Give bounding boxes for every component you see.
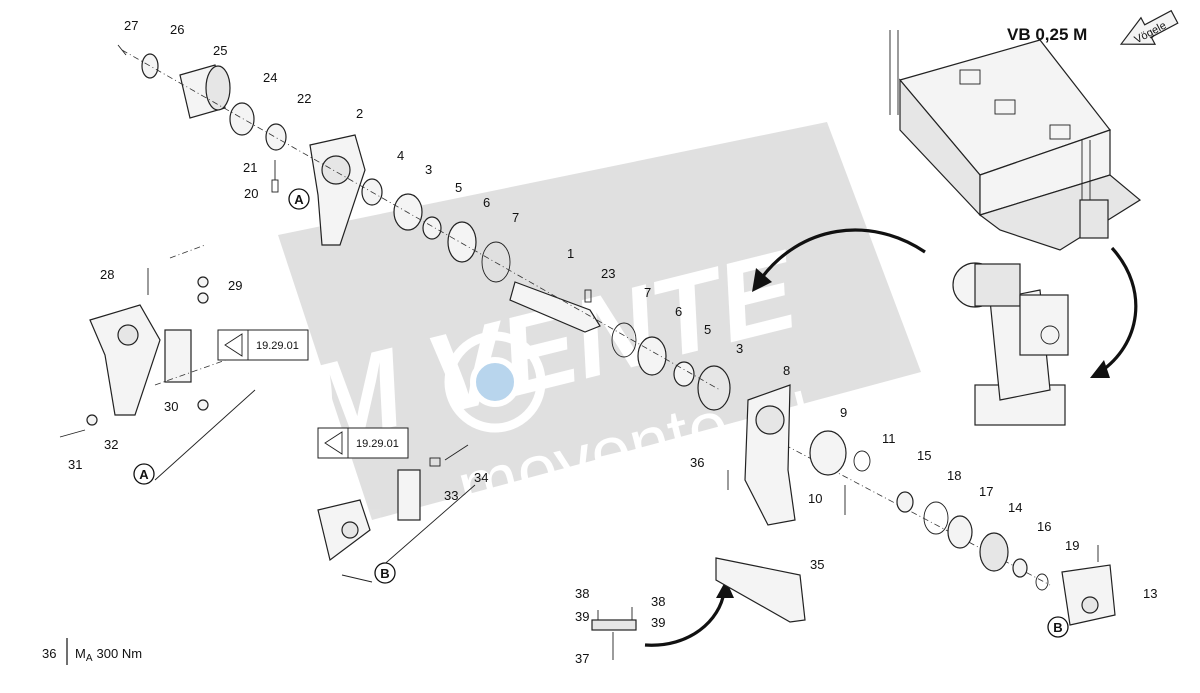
part-number: 21 (243, 160, 257, 175)
part-number: 27 (124, 18, 138, 33)
part-number: 26 (170, 22, 184, 37)
part-number: 7 (512, 210, 519, 225)
torque-spec: MA 300 Nm (75, 646, 142, 664)
part-number: 11 (882, 431, 896, 446)
part-number: 38 (575, 586, 589, 601)
detail-arrow-2 (1099, 246, 1138, 374)
part-number: 20 (244, 186, 258, 201)
part-number: 8 (783, 363, 790, 378)
reference-box-1: 19.29.01 (217, 329, 309, 361)
pivot-arm-assembly (591, 384, 1116, 660)
detail-arrow-1 (758, 228, 926, 281)
page-number: 36 (42, 646, 56, 661)
part-number: 22 (297, 91, 311, 106)
model-label: VB 0,25 M (1007, 25, 1087, 44)
part-number: 16 (1037, 519, 1051, 534)
part-number: 38 (651, 594, 665, 609)
part-number: 5 (455, 180, 462, 195)
reference-box-2: 19.29.01 (317, 427, 409, 459)
torque-value: 300 Nm (97, 646, 143, 661)
brand-arrow-icon: Vögele (1119, 9, 1179, 46)
svg-text:A: A (294, 192, 304, 207)
part-number: 1 (567, 246, 574, 261)
torque-subscript: A (86, 653, 93, 664)
torque-symbol: M (75, 646, 86, 661)
part-number: 15 (917, 448, 931, 463)
part-number: 39 (651, 615, 665, 630)
reference-text-2: 19.29.01 (356, 438, 399, 450)
bracket-group-b (317, 444, 476, 583)
callout-b-right: B (1047, 616, 1069, 638)
part-number: 36 (690, 455, 704, 470)
part-number: 25 (213, 43, 227, 58)
eye-icon (224, 333, 243, 357)
watermark-bearing-icon (444, 331, 546, 433)
part-number: 30 (164, 399, 178, 414)
part-number: 14 (1008, 500, 1022, 515)
svg-text:B: B (380, 566, 389, 581)
part-number: 7 (644, 285, 651, 300)
part-number: 34 (474, 470, 488, 485)
svg-text:B: B (1053, 620, 1062, 635)
part-number: 19 (1065, 538, 1079, 553)
part-number: 29 (228, 278, 242, 293)
part-number: 6 (675, 304, 682, 319)
callout-a-bottom: A (133, 463, 155, 485)
bracket-group-left (59, 244, 256, 481)
footer: 36 MA 300 Nm (42, 638, 142, 665)
part-number: 3 (425, 162, 432, 177)
detail-arrow-3 (644, 591, 726, 647)
part-number: 23 (601, 266, 615, 281)
axis-line-1 (121, 49, 721, 391)
callout-b-left: B (374, 562, 396, 584)
part-number: 28 (100, 267, 114, 282)
part-number: 9 (840, 405, 847, 420)
part-number: 33 (444, 488, 458, 503)
callout-a-top: A (288, 188, 310, 210)
reference-text-1: 19.29.01 (256, 340, 299, 352)
bearing-assembly-detail (952, 262, 1069, 426)
screed-machine-drawing (889, 30, 1142, 251)
part-number: 2 (356, 106, 363, 121)
part-number: 17 (979, 484, 993, 499)
svg-text:A: A (139, 467, 149, 482)
part-number: 39 (575, 609, 589, 624)
part-numbers: 27 26 25 24 22 2 4 3 5 6 7 21 20 1 23 7 … (68, 18, 1157, 666)
part-number: 32 (104, 437, 118, 452)
part-number: 35 (810, 557, 824, 572)
eye-icon-2 (324, 431, 343, 455)
parts-group-top-left (117, 44, 731, 411)
part-number: 10 (808, 491, 822, 506)
part-number: 5 (704, 322, 711, 337)
part-number: 24 (263, 70, 277, 85)
part-number: 4 (397, 148, 404, 163)
part-number: 13 (1143, 586, 1157, 601)
part-number: 6 (483, 195, 490, 210)
part-number: 3 (736, 341, 743, 356)
part-number: 37 (575, 651, 589, 666)
part-number: 31 (68, 457, 82, 472)
part-number: 18 (947, 468, 961, 483)
